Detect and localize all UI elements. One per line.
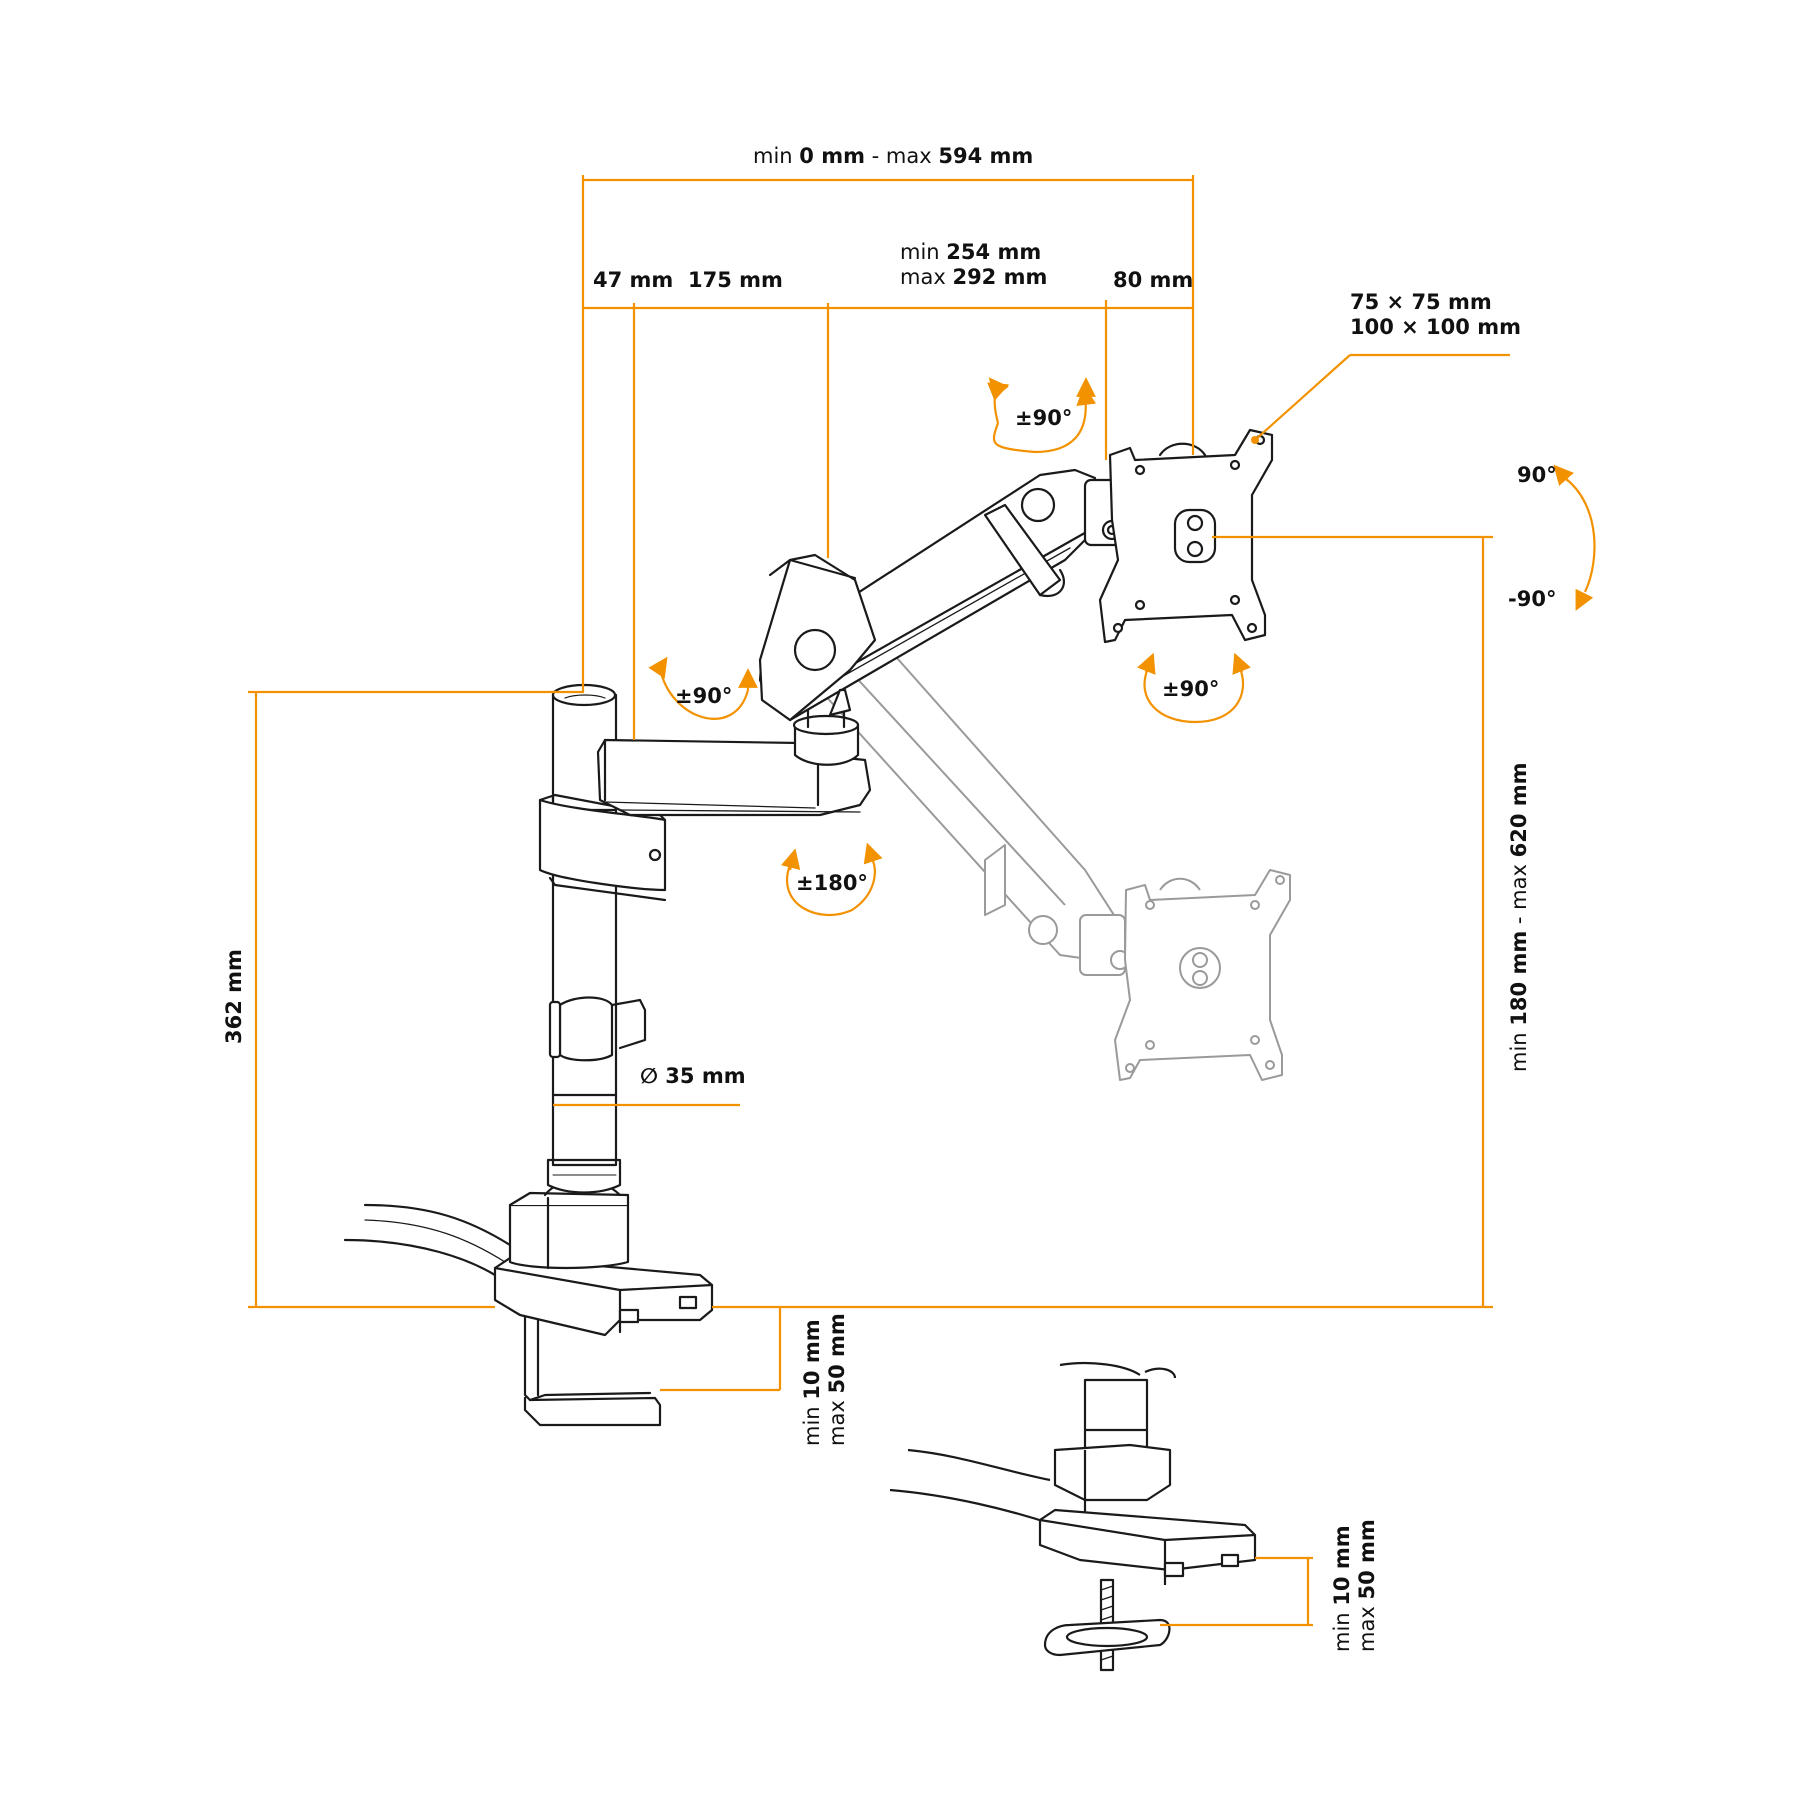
arm-length-min-word: min bbox=[900, 240, 940, 264]
clamp-range-min-value: 10 mm bbox=[800, 1319, 824, 1400]
total-reach-max-word: max bbox=[885, 144, 932, 168]
vesa-label: 75 × 75 mm 100 × 100 mm bbox=[1350, 290, 1521, 340]
total-reach-sep: - bbox=[864, 144, 886, 168]
grommet-range-label: min 10 mm max 50 mm bbox=[1330, 1519, 1380, 1652]
arm-length-min-line: min 254 mm bbox=[900, 240, 1047, 265]
pole-height-value: 362 mm bbox=[222, 949, 246, 1044]
grommet-range-max-value: 50 mm bbox=[1355, 1519, 1380, 1600]
monitor-arm-line-drawing bbox=[343, 428, 1274, 1427]
total-reach-label: min 0 mm - max 594 mm bbox=[753, 144, 1033, 169]
angle-rotate-plate: ±90° bbox=[1162, 677, 1220, 701]
arrow-swivel-head-start bbox=[987, 382, 1010, 424]
arm-length-max-word: max bbox=[900, 265, 946, 290]
segment-175-value: 175 mm bbox=[688, 268, 783, 292]
dimension-lines bbox=[248, 175, 1510, 1627]
clamp-range-label: min 10 mm max 50 mm bbox=[800, 1313, 850, 1446]
grommet-range-max-word: max bbox=[1355, 1606, 1380, 1652]
angle-tilt-down: -90° bbox=[1508, 587, 1557, 611]
clamp-range-min-word: min bbox=[800, 1406, 824, 1446]
arrow-swivel-base bbox=[786, 854, 876, 917]
segment-80-label: 80 mm bbox=[1113, 268, 1193, 293]
arrow-rotate-plate bbox=[1143, 667, 1245, 724]
total-reach-min-value: 0 mm bbox=[799, 144, 865, 168]
vesa-line1: 75 × 75 mm bbox=[1350, 290, 1492, 314]
angle-tilt-up: 90° bbox=[1517, 463, 1557, 487]
arrow-swivel-head bbox=[992, 385, 1097, 454]
pole-height-label: 362 mm bbox=[222, 949, 247, 1044]
arm-length-label: min 254 mm max 292 mm bbox=[900, 240, 1047, 290]
segment-47-label: 47 mm bbox=[593, 268, 673, 293]
vesa-leader-dot bbox=[1251, 436, 1259, 444]
arm-length-max-value: 292 mm bbox=[952, 265, 1048, 290]
height-range-min-word: min bbox=[1507, 1032, 1531, 1072]
pole-diameter-value: ∅ 35 mm bbox=[640, 1064, 746, 1088]
angle-swivel-base: ±180° bbox=[796, 871, 868, 895]
arrow-tilt bbox=[1564, 477, 1596, 593]
total-reach-max-value: 594 mm bbox=[938, 144, 1034, 168]
segment-175-label: 175 mm bbox=[688, 268, 783, 293]
pole-diameter-label: ∅ 35 mm bbox=[640, 1064, 746, 1089]
segment-80-value: 80 mm bbox=[1113, 268, 1194, 292]
height-range-sep: - bbox=[1507, 909, 1531, 931]
grommet-range-min-value: 10 mm bbox=[1330, 1525, 1354, 1606]
arm-length-min-value: 254 mm bbox=[946, 240, 1042, 264]
rotation-arrows bbox=[648, 377, 1596, 917]
arrow-swivel-arm bbox=[658, 667, 750, 720]
grommet-mount-drawing bbox=[889, 1361, 1257, 1672]
angle-swivel-arm: ±90° bbox=[675, 684, 733, 708]
angle-swivel-head: ±90° bbox=[1015, 406, 1073, 430]
segment-47-value: 47 mm bbox=[593, 268, 674, 292]
clamp-range-max-word: max bbox=[825, 1400, 850, 1446]
clamp-range-max-value: 50 mm bbox=[825, 1313, 850, 1394]
total-reach-min-word: min bbox=[753, 144, 793, 168]
height-range-min-value: 180 mm bbox=[1507, 930, 1531, 1026]
height-range-max-value: 620 mm bbox=[1507, 762, 1531, 858]
grommet-range-min-word: min bbox=[1330, 1612, 1354, 1652]
arm-length-max-line: max 292 mm bbox=[900, 265, 1047, 290]
height-range-label: min 180 mm - max 620 mm bbox=[1507, 762, 1532, 1072]
height-range-max-word: max bbox=[1507, 864, 1531, 910]
vesa-line2: 100 × 100 mm bbox=[1350, 315, 1521, 340]
